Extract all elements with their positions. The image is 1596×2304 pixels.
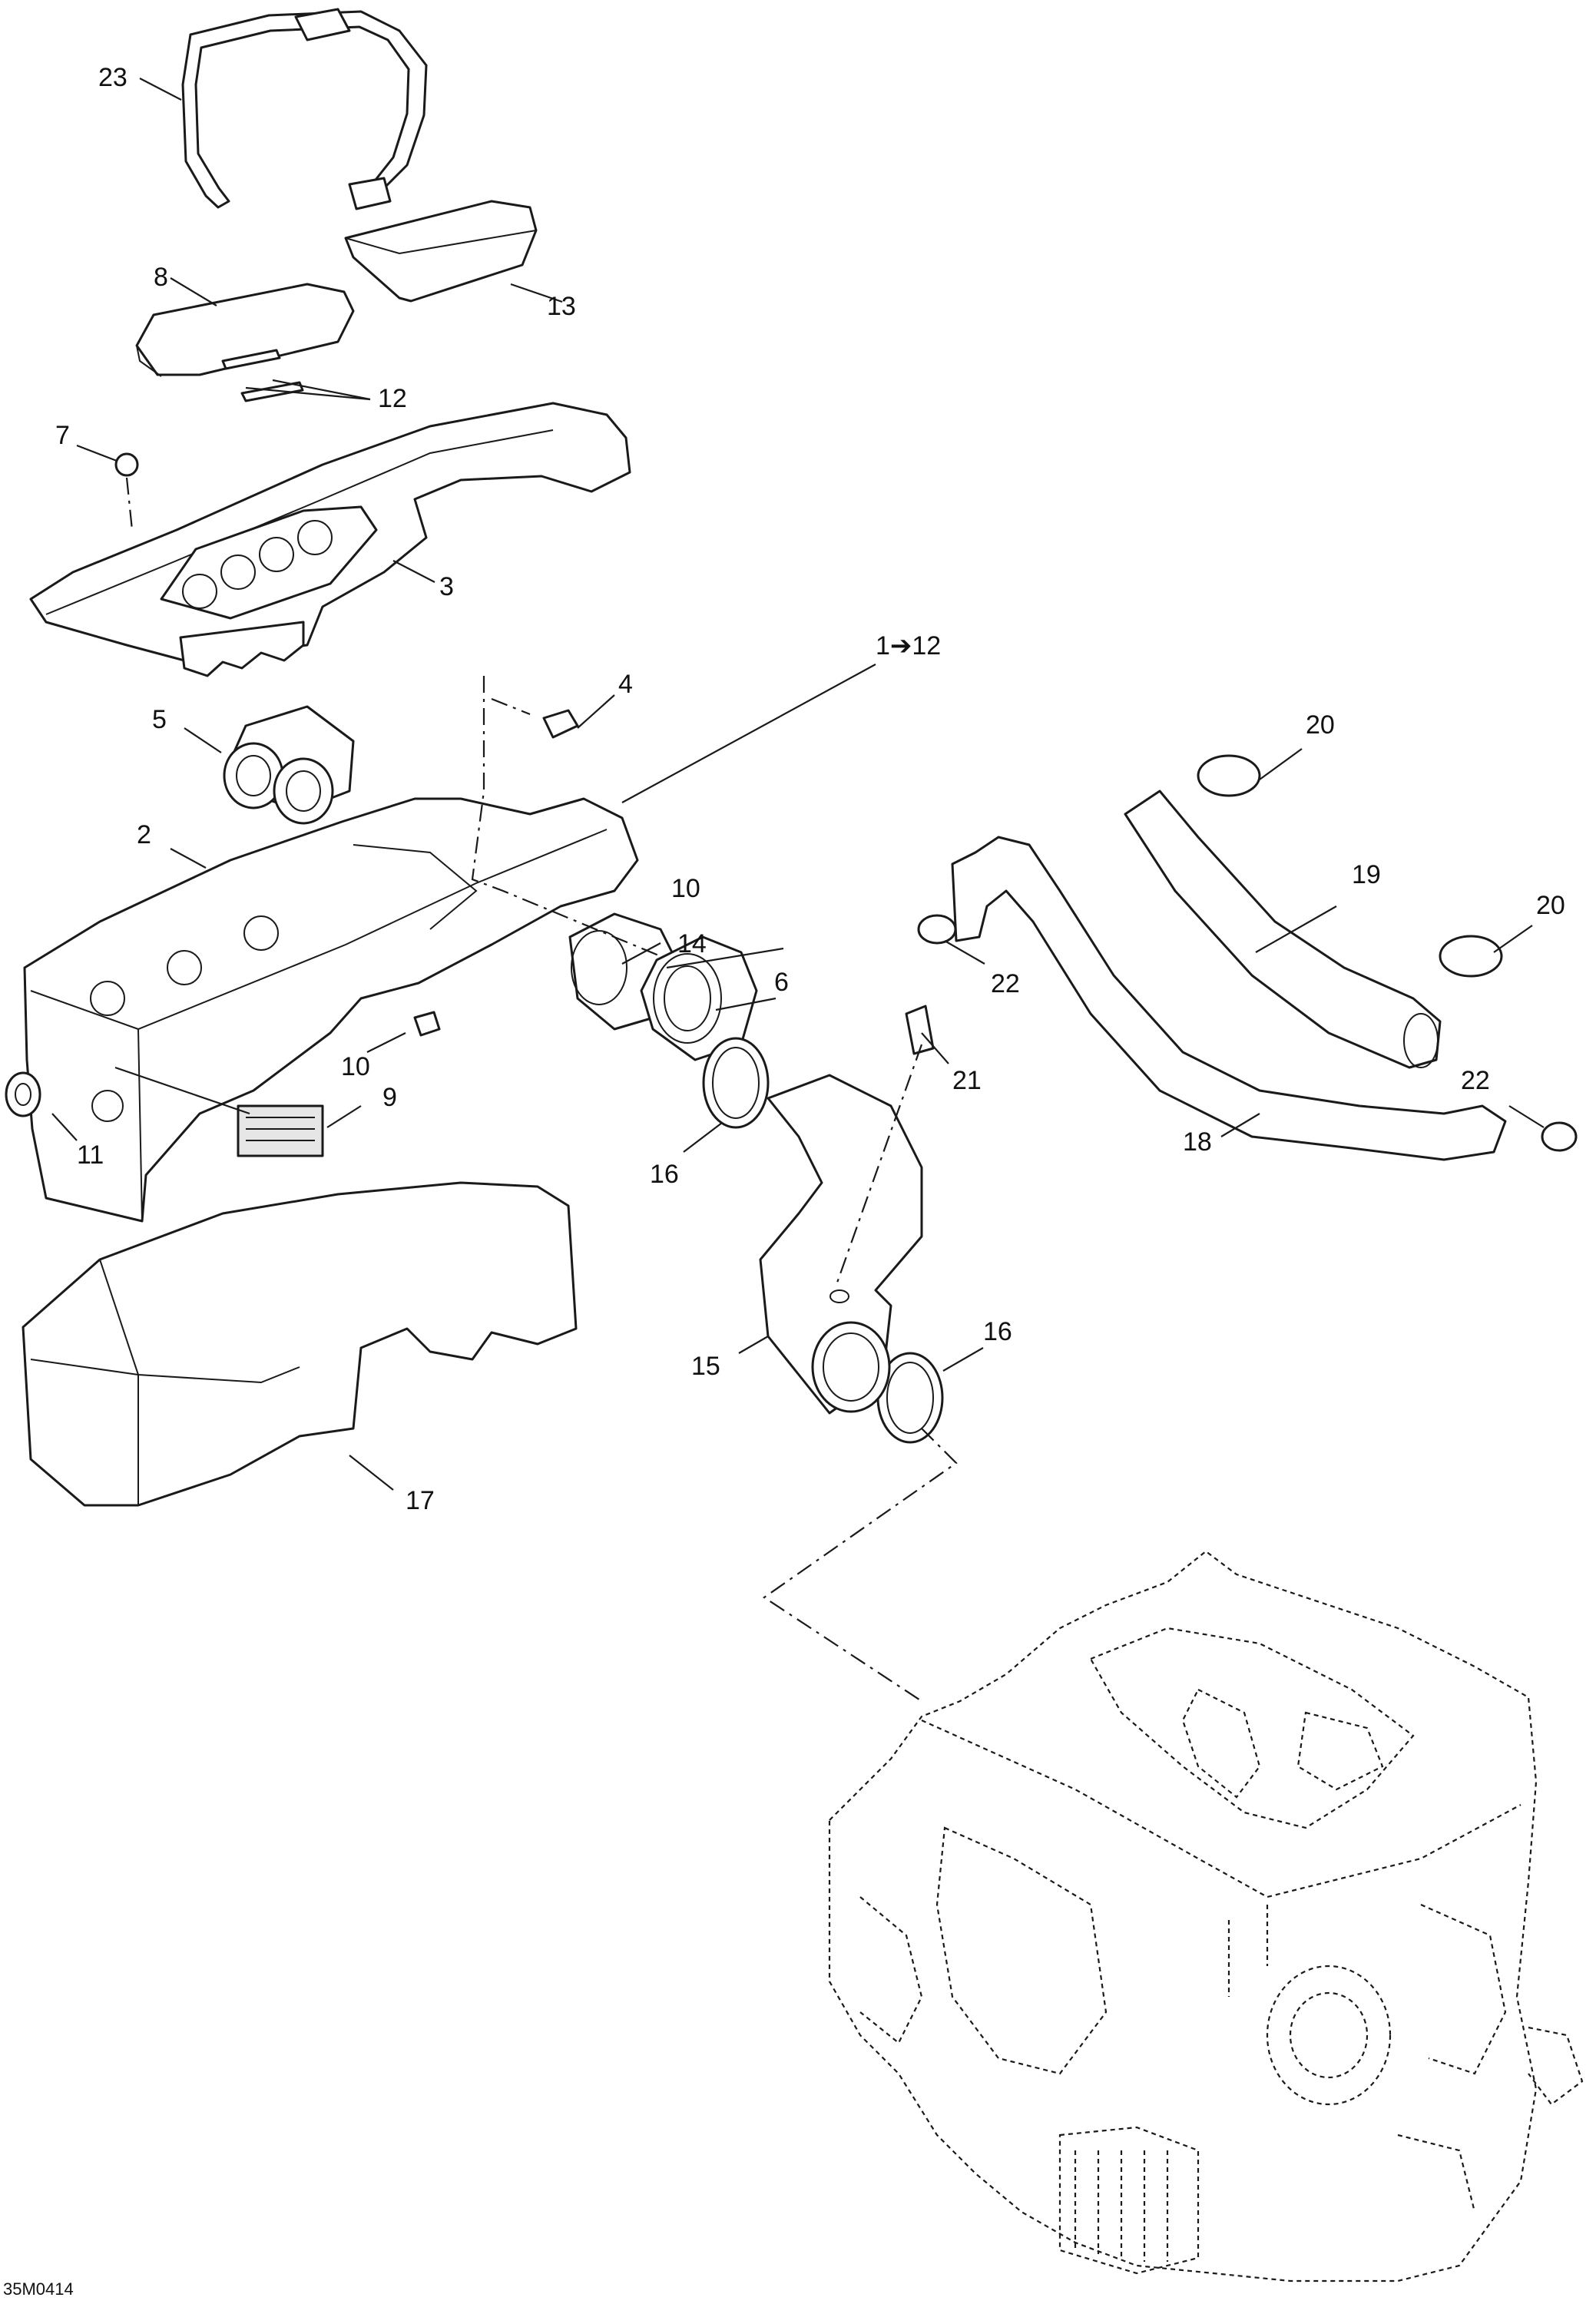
callout-20-upper: 20: [1306, 710, 1335, 740]
part-21-fitting: [905, 1005, 935, 1055]
part-3-upper-housing: [29, 402, 631, 677]
callout-22-lower: 22: [1461, 1066, 1490, 1095]
callout-4: 4: [618, 670, 633, 699]
callout-10-lower: 10: [341, 1052, 370, 1081]
callout-7: 7: [55, 421, 70, 450]
part-22-clamps: [917, 914, 1578, 1152]
part-11-grommet: [5, 1071, 41, 1117]
callout-16-upper: 16: [650, 1160, 679, 1189]
callout-15: 15: [691, 1352, 720, 1381]
callout-13: 13: [547, 292, 576, 321]
engine-assembly: [828, 1550, 1584, 2282]
part-19-corrugated-hose: [1124, 790, 1442, 1069]
leader-lines: [51, 78, 1545, 1491]
callout-12: 12: [378, 384, 407, 413]
part-23-strap: [181, 8, 428, 210]
part-4-plug: [542, 709, 579, 739]
callout-21: 21: [952, 1066, 982, 1095]
part-8-filter: [135, 283, 355, 377]
callout-23: 23: [98, 63, 127, 92]
part-17-liner: [22, 1181, 578, 1507]
callout-17: 17: [406, 1486, 435, 1515]
callout-6: 6: [774, 968, 789, 997]
part-7-bolt: [114, 452, 139, 531]
callout-8: 8: [154, 263, 168, 292]
part-12-tape: [221, 349, 304, 402]
assembly-lines: [471, 676, 958, 1702]
callout-20-lower: 20: [1536, 891, 1565, 920]
part-18-hose: [951, 836, 1507, 1161]
part-9-label: [237, 1104, 324, 1157]
part-13-cover: [344, 200, 538, 303]
callouts: 23 13 8 12 7 3 1➔12 4 5 2 10 14 6 10 11 …: [55, 63, 1565, 1515]
callout-2: 2: [137, 820, 151, 849]
part-5-adaptor: [223, 705, 355, 825]
part-16-clamps: [702, 1037, 944, 1444]
callout-19: 19: [1352, 860, 1381, 889]
callout-22-upper: 22: [991, 969, 1020, 998]
callout-16-lower: 16: [983, 1317, 1012, 1346]
callout-10-upper: 10: [671, 874, 700, 903]
figure-code: 35M0414: [3, 2279, 74, 2299]
part-20-clamps: [1197, 754, 1503, 978]
part-2-lower-housing: [23, 797, 639, 1223]
callout-18: 18: [1183, 1127, 1212, 1157]
callout-14: 14: [677, 929, 707, 958]
callout-9: 9: [382, 1083, 397, 1112]
callout-1-12: 1➔12: [876, 631, 941, 660]
callout-3: 3: [439, 572, 454, 601]
callout-11: 11: [77, 1140, 104, 1170]
callout-5: 5: [152, 705, 167, 734]
